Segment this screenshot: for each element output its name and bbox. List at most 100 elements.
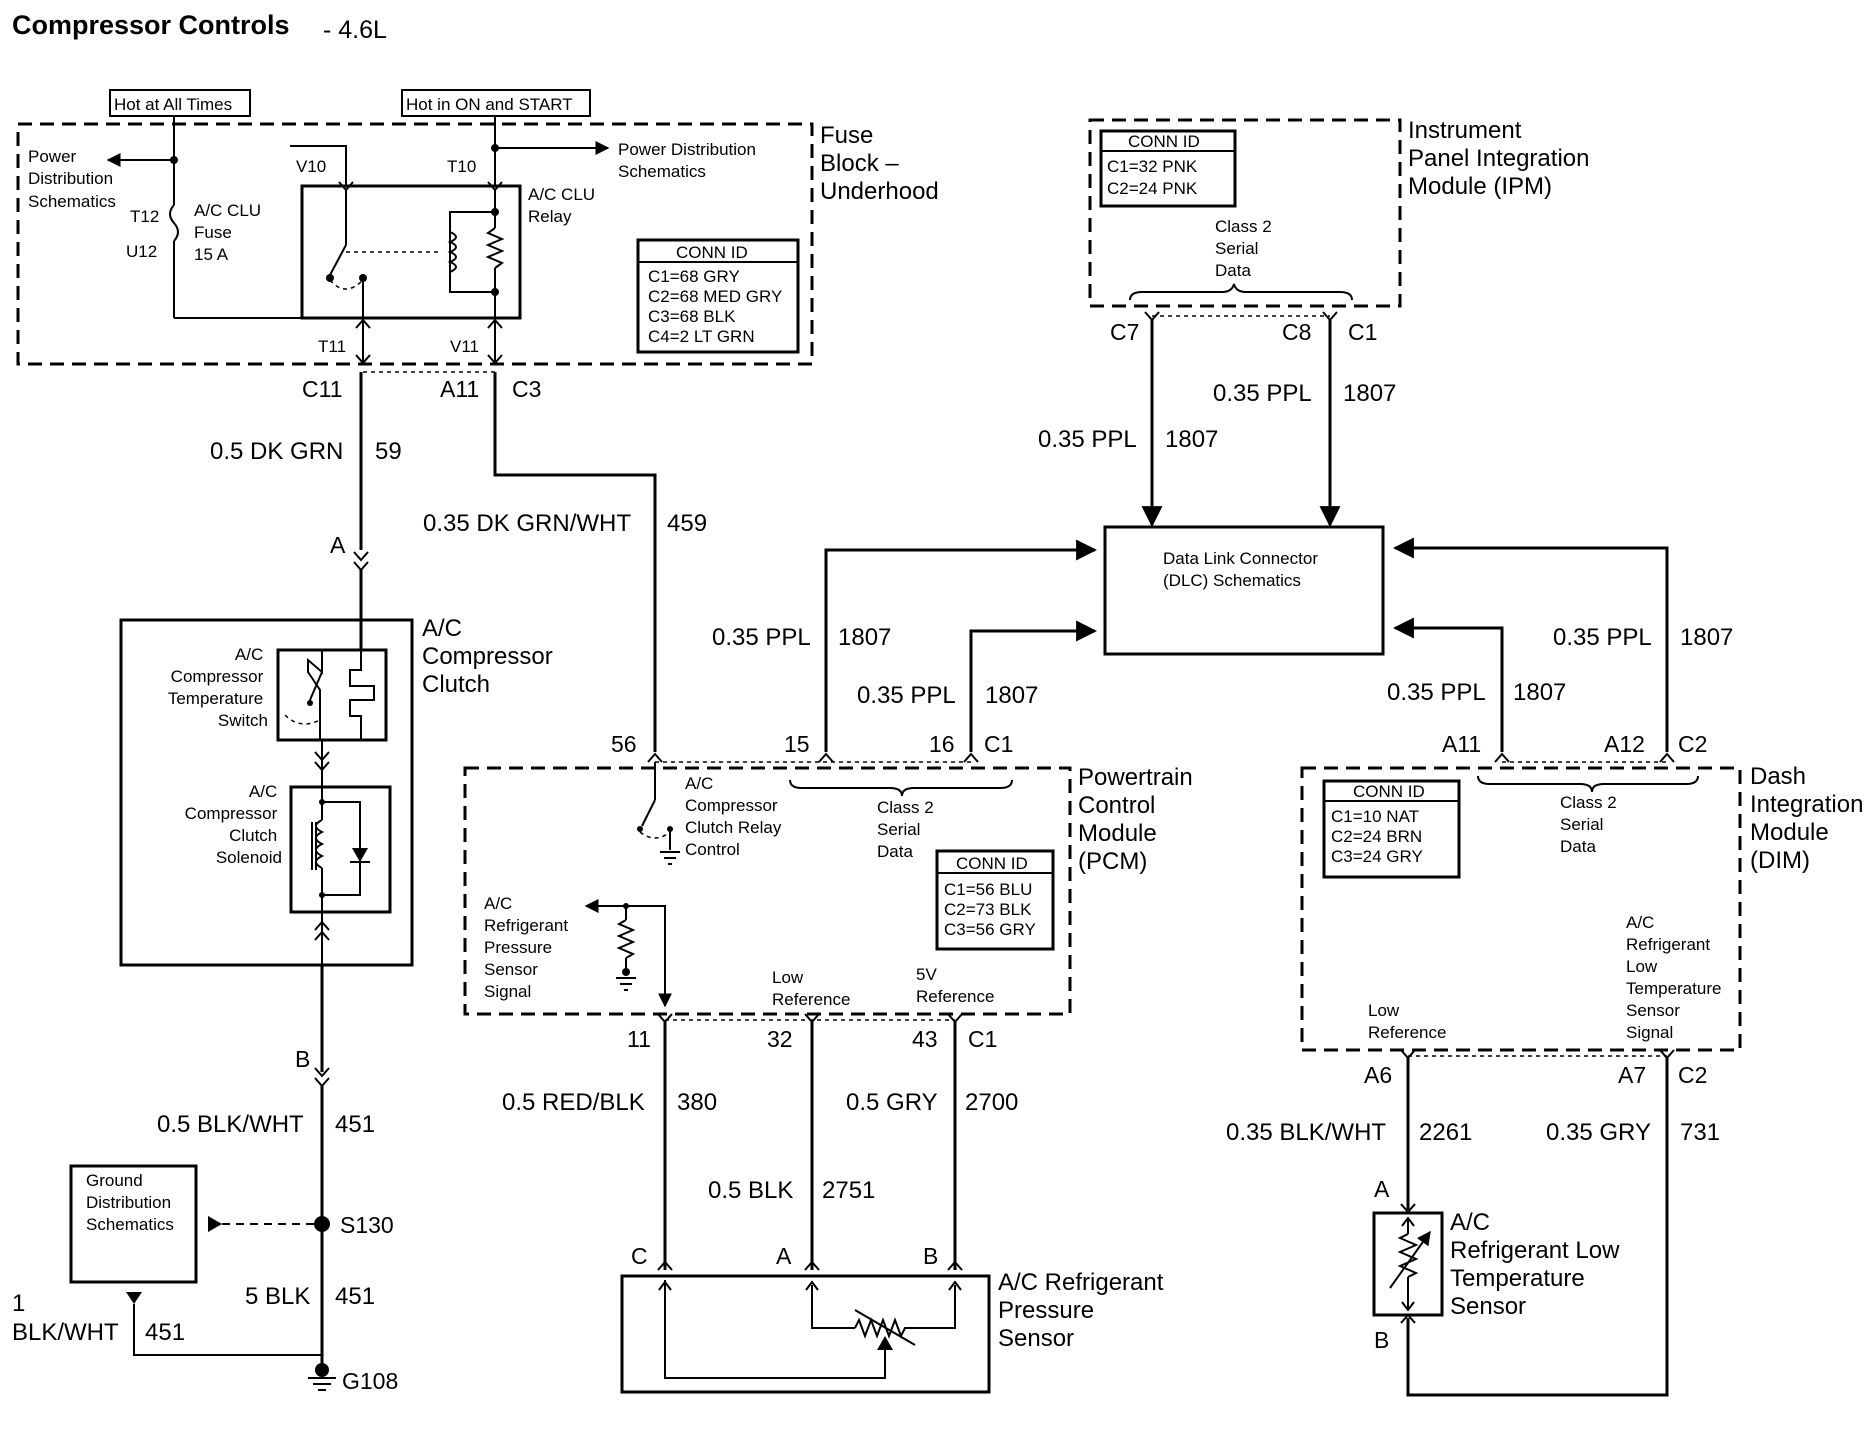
svg-text:Dash Integration M: Dash Integration Module (DIM) [1750, 763, 1870, 874]
svg-text:2751: 2751 [822, 1177, 875, 1204]
svg-text:0.5 DK GRN: 0.5 DK GRN [210, 438, 343, 465]
dim-pin-a6: A6 [1364, 1062, 1392, 1088]
thermistor-icon [1397, 1233, 1419, 1278]
dim-pin-c2-top: C2 [1678, 731, 1707, 757]
sensor-pin-c: C [631, 1243, 648, 1269]
fuse-label: A/C CLU Fuse 15 A [194, 201, 266, 264]
svg-text:1807: 1807 [1165, 426, 1218, 453]
wire-pcm-16: 0.35 PPL 1807 [857, 620, 1098, 752]
dim-conn-id: CONN ID C1=10 NAT C2=24 BRN C3=24 GRY [1322, 779, 1461, 879]
svg-text:1807: 1807 [985, 682, 1038, 709]
solenoid-coil-icon [311, 787, 370, 912]
fuse-v11-label: V11 [450, 337, 479, 356]
wire-380: 0.5 RED/BLK 380 [502, 1013, 717, 1270]
pcm-pin-43: 43 [912, 1026, 938, 1052]
power-dist-right-label: Power Distribution Schematics [618, 140, 761, 181]
ipm-pin-c1: C1 [1348, 319, 1377, 345]
fuse-t10-label: T10 [447, 157, 476, 176]
hot-at-all-times-label: Hot at All Times [114, 95, 232, 114]
svg-text:CONN ID: CONN ID [956, 854, 1028, 873]
wire-2261: 0.35 BLK/WHT 2261 [1226, 1049, 1472, 1210]
temp-sensor-name: A/C Refrigerant Low Temperature Sensor [1450, 1209, 1626, 1320]
powertrain-control-module: Powertrain Control Module (PCM) A/C Comp… [463, 752, 1199, 1016]
svg-text:0.5 RED/BLK: 0.5 RED/BLK [502, 1089, 645, 1116]
svg-text:Powertrain Control: Powertrain Control Module (PCM) [1078, 764, 1199, 875]
temp-switch-icon [284, 650, 375, 740]
pcm-pin-16: 16 [929, 731, 955, 757]
svg-text:CONN ID: CONN ID [676, 243, 748, 262]
splice-s130-icon [314, 1216, 330, 1232]
svg-text:1807: 1807 [1680, 624, 1733, 651]
diagram-subtitle: - 4.6L [323, 16, 387, 44]
dim-low-ref-label: Low Reference [1368, 1001, 1446, 1042]
ground-schematics: Ground Distribution Schematics [69, 1164, 322, 1284]
svg-text:C1=32 PNK C2=24 PNK: C1=32 PNK C2=24 PNK [1107, 157, 1202, 198]
clutch-pin-a: A [330, 532, 346, 558]
fuse-t12-label: T12 [130, 207, 159, 226]
svg-text:451: 451 [335, 1283, 375, 1310]
svg-text:Instrument Panel Integra: Instrument Panel Integration Module (IPM… [1408, 117, 1596, 200]
sensor-pin-a: A [776, 1243, 792, 1269]
ipm-pin-c7: C7 [1110, 319, 1139, 345]
clutch-pin-b: B [295, 1046, 310, 1072]
svg-text:451: 451 [335, 1111, 375, 1138]
connector-a11-label: A11 [440, 376, 479, 402]
relay-control-label: A/C Compressor Clutch Relay Control [685, 774, 786, 859]
svg-text:0.35 GRY: 0.35 GRY [1546, 1119, 1651, 1146]
splice-s130-label: S130 [340, 1212, 394, 1238]
pressure-sensor-name: A/C Refrigerant Pressure Sensor [998, 1269, 1170, 1352]
pcm-pin-c1-bottom: C1 [968, 1026, 997, 1052]
ipm-pin-c8: C8 [1282, 319, 1311, 345]
solenoid-label: A/C Compressor Clutch Solenoid [185, 782, 282, 867]
hot-in-on-start-label: Hot in ON and START [406, 95, 573, 114]
dim-pin-a11: A11 [1442, 731, 1481, 757]
pcm-pin-15: 15 [784, 731, 810, 757]
pcm-pin-c1-top: C1 [984, 731, 1013, 757]
wire-2751: 0.5 BLK 2751 [708, 1013, 875, 1270]
svg-text:0.35 DK GRN/WHT: 0.35 DK GRN/WHT [423, 510, 631, 537]
wire-dim-a12: 0.35 PPL 1807 [1392, 537, 1733, 752]
svg-text:Data Link Connector (DLC: Data Link Connector (DLC) Schematics [1163, 549, 1323, 590]
fuse-t11-label: T11 [318, 337, 346, 356]
svg-text:CONN ID: CONN ID [1128, 132, 1200, 151]
svg-text:0.35 PPL: 0.35 PPL [857, 682, 956, 709]
svg-text:1807: 1807 [838, 624, 891, 651]
pcm-class2-label: Class 2 Serial Data [877, 798, 938, 861]
data-link-connector: Data Link Connector (DLC) Schematics [1103, 525, 1385, 656]
wire-2700: 0.5 GRY 2700 [846, 1013, 1018, 1270]
relay-switch-icon [326, 190, 440, 318]
wire-451: 0.5 BLK/WHT 451 5 BLK 451 [157, 965, 375, 1370]
svg-text:5 BLK: 5 BLK [245, 1283, 310, 1310]
dash-integration-module: Dash Integration Module (DIM) Class 2 Se… [1300, 752, 1870, 1052]
ground-g108-label: G108 [342, 1368, 398, 1394]
wire-dim-a11: 0.35 PPL 1807 [1387, 617, 1566, 752]
fuse-u12-label: U12 [126, 242, 157, 261]
wire-pcm-15: 0.35 PPL 1807 [712, 539, 1098, 752]
svg-text:Ground Distribution: Ground Distribution Schematics [86, 1171, 176, 1234]
pcm-conn-id: CONN ID C1=56 BLU C2=73 BLK C3=56 GRY [935, 849, 1055, 951]
svg-text:59: 59 [375, 438, 402, 465]
svg-text:380: 380 [677, 1089, 717, 1116]
svg-text:2700: 2700 [965, 1089, 1018, 1116]
wire-731: 0.35 GRY 731 [1406, 1049, 1720, 1397]
svg-text:0.35 PPL: 0.35 PPL [1553, 624, 1652, 651]
svg-text:459: 459 [667, 510, 707, 537]
relay-coil-icon [447, 190, 505, 318]
wire-ipm-c8: 0.35 PPL 1807 [1213, 311, 1396, 528]
dim-class2-label: Class 2 Serial Data [1560, 793, 1621, 856]
pcm-pin-56: 56 [611, 731, 637, 757]
dim-pin-a12: A12 [1604, 731, 1645, 757]
svg-text:1807: 1807 [1513, 679, 1566, 706]
instrument-panel-integration-module: Instrument Panel Integration Module (IPM… [1088, 117, 1596, 308]
ac-refrigerant-pressure-sensor [620, 1260, 991, 1394]
svg-text:A/C Compressor Clu: A/C Compressor Clutch [422, 615, 559, 698]
svg-text:731: 731 [1680, 1119, 1720, 1146]
power-dist-left-label: Power Distribution Schematics [28, 147, 118, 211]
svg-text:BLK/WHT: BLK/WHT [12, 1319, 119, 1346]
dim-pin-c2-bottom: C2 [1678, 1062, 1707, 1088]
svg-text:C1=10 NAT C2=24 BRN: C1=10 NAT C2=24 BRN C3=24 GRY [1331, 807, 1427, 866]
connector-c11-label: C11 [302, 376, 343, 402]
connector-c3-label: C3 [512, 376, 541, 402]
ground-wire-451: 1 BLK/WHT 451 [12, 1290, 322, 1356]
